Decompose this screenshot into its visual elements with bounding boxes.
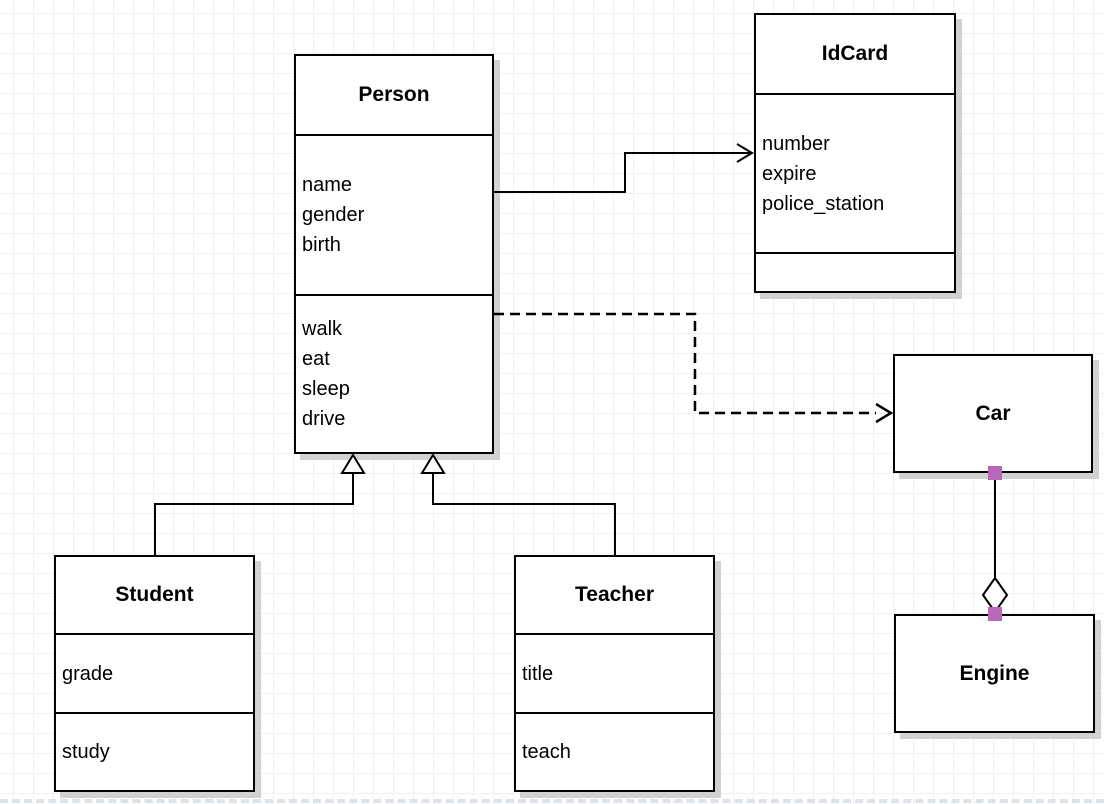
class-student[interactable]: Student grade study	[54, 555, 255, 792]
method-row: sleep	[302, 378, 350, 400]
method-row: eat	[302, 348, 330, 370]
methods-section: teach	[516, 712, 713, 790]
attributes-section: grade	[56, 633, 253, 712]
hollow-triangle-icon	[340, 453, 366, 474]
class-title: Teacher	[575, 583, 654, 606]
methods-section-empty	[756, 252, 954, 291]
method-row: study	[62, 741, 110, 763]
class-title: Car	[975, 401, 1011, 425]
attribute-row: title	[522, 662, 554, 685]
method-row: walk	[302, 318, 343, 340]
hollow-diamond-icon	[981, 576, 1009, 614]
class-teacher[interactable]: Teacher title teach	[514, 555, 715, 792]
class-title: IdCard	[821, 42, 889, 65]
attribute-row: birth	[302, 234, 341, 256]
attributes-section: name gender birth	[296, 134, 492, 294]
class-car[interactable]: Car	[893, 354, 1093, 473]
attribute-row: gender	[302, 204, 365, 226]
edge-generalization-teacher-person[interactable]	[420, 453, 616, 555]
edge-aggregation-car-engine[interactable]	[981, 466, 1009, 621]
attributes-section: number expire police_station	[756, 93, 954, 252]
attribute-row: number	[762, 132, 830, 155]
edge-generalization-student-person[interactable]	[154, 453, 366, 555]
methods-section: walk eat sleep drive	[296, 294, 492, 452]
class-idcard[interactable]: IdCard number expire police_station	[754, 13, 956, 293]
class-title: Engine	[959, 661, 1030, 685]
class-title: Student	[115, 583, 194, 606]
open-arrowhead-icon	[875, 402, 894, 424]
class-engine[interactable]: Engine	[894, 614, 1095, 733]
open-arrowhead-icon	[736, 143, 754, 163]
edge-dependency-person-car[interactable]	[494, 312, 894, 424]
hollow-triangle-icon	[420, 453, 446, 474]
attribute-row: name	[302, 174, 353, 196]
attribute-row: expire	[762, 162, 817, 185]
attributes-section: title	[516, 633, 713, 712]
attribute-row: grade	[62, 662, 114, 685]
attribute-row: police_station	[762, 192, 885, 215]
edge-association-person-idcard[interactable]	[494, 143, 754, 193]
methods-section: study	[56, 712, 253, 790]
page-boundary	[0, 799, 1104, 803]
method-row: drive	[302, 408, 346, 430]
method-row: teach	[522, 741, 571, 763]
class-person[interactable]: Person name gender birth walk eat sleep …	[294, 54, 494, 454]
class-title: Person	[358, 83, 430, 106]
